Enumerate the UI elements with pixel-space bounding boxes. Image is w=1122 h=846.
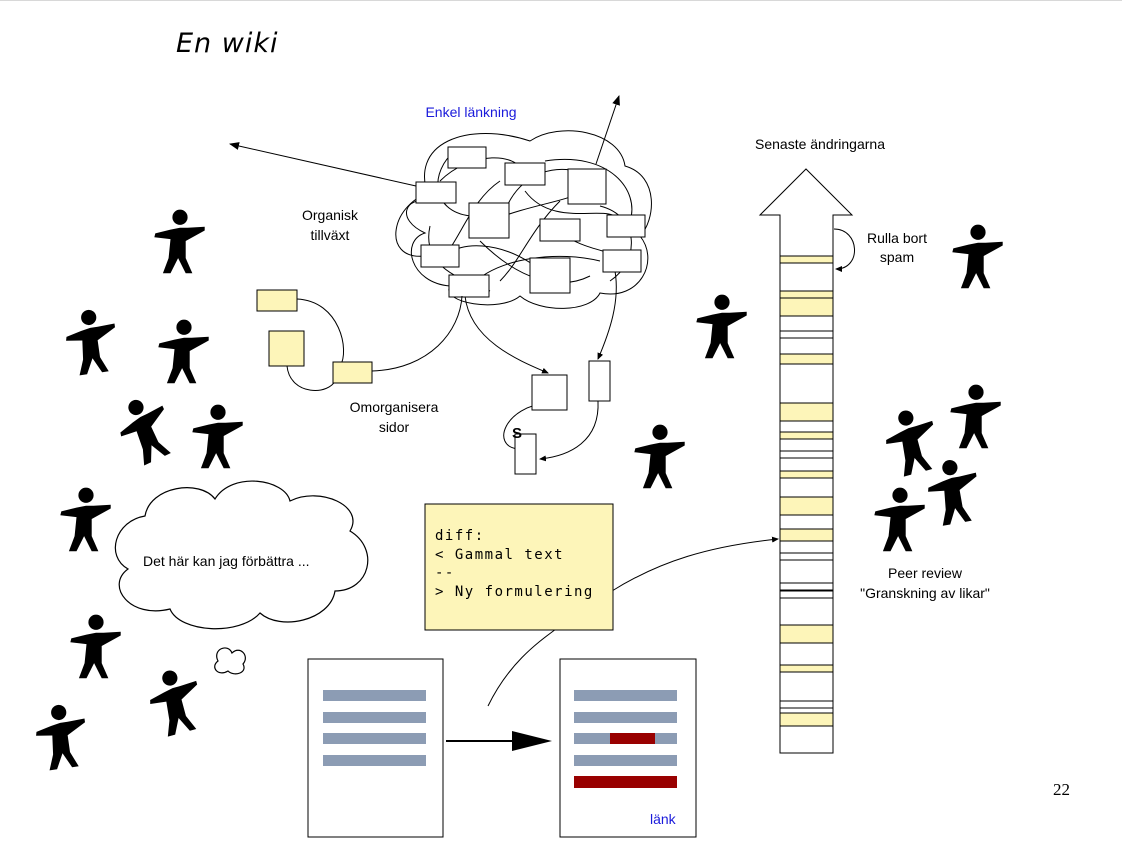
diff-line-new: > Ny formulering — [435, 584, 594, 600]
edit-pages — [307, 536, 779, 838]
thought-text: Det här kan jag förbättra ... — [143, 553, 310, 569]
reorganize-label-line2: sidor — [378, 419, 410, 435]
person-icon — [32, 701, 91, 772]
reorganize-label-line1: Omorganisera — [349, 399, 439, 415]
thought-cloud — [114, 480, 369, 675]
person-icon — [879, 404, 945, 479]
organic-growth-label-line1: Organisk — [301, 207, 359, 223]
page-number: 22 — [1053, 780, 1070, 799]
roll-back-label-line1: Rulla bort — [867, 230, 927, 246]
person-icon — [874, 487, 925, 552]
person-icon — [62, 306, 121, 377]
diff-box — [424, 503, 614, 631]
person-icon — [158, 319, 209, 384]
wiki-page-cloud — [229, 95, 652, 475]
recent-changes-label: Senaste ändringarna — [755, 136, 885, 152]
simple-linking-label: Enkel länkning — [425, 104, 517, 120]
diff-line-header: diff: — [435, 528, 485, 544]
recent-changes-column — [758, 168, 855, 754]
person-icon — [109, 390, 183, 470]
person-icon — [143, 664, 209, 739]
diff-line-separator: -- — [435, 565, 455, 581]
roll-back-label-line2: spam — [879, 249, 915, 265]
person-icon — [950, 384, 1001, 449]
link-label[interactable]: länk — [650, 811, 676, 827]
slide-title: En wiki — [176, 28, 279, 59]
organic-growth-label-line2: tillväxt — [310, 227, 350, 243]
diff-line-old: < Gammal text — [435, 547, 565, 563]
person-icon — [634, 424, 685, 489]
person-icon — [923, 455, 984, 528]
person-icon — [952, 224, 1003, 289]
person-icon — [60, 487, 111, 552]
s-marker: S — [512, 425, 523, 442]
person-icon — [70, 614, 121, 679]
person-icon — [154, 209, 205, 274]
peer-review-label-line2: "Granskning av likar" — [860, 585, 990, 601]
person-icon — [192, 404, 243, 469]
person-icon — [696, 294, 747, 359]
reorganize-pages — [256, 289, 463, 391]
peer-review-label-line1: Peer review — [888, 565, 962, 581]
